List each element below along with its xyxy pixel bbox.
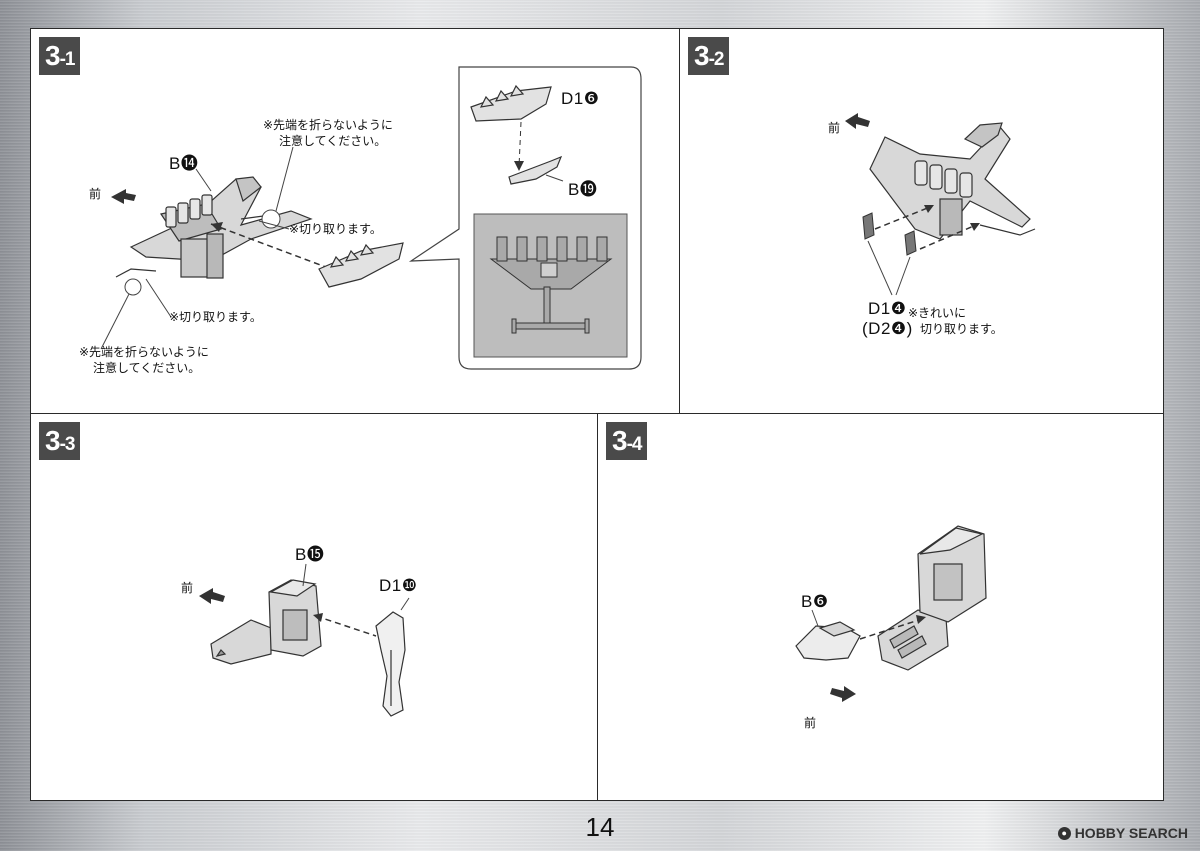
cut-note-lower: ※切り取ります。 xyxy=(169,310,262,324)
step-3-4-badge: 3-4 xyxy=(606,422,648,460)
front-arrow xyxy=(830,686,856,702)
step-3-2-illustration xyxy=(845,113,1036,296)
front-arrow xyxy=(111,189,136,204)
step-sub-number: -4 xyxy=(626,434,643,455)
caution-tip-lower-1: ※先端を折らないように xyxy=(79,345,209,359)
part-b19-shape xyxy=(508,155,563,185)
seat-assembly xyxy=(877,525,987,671)
front-arrow xyxy=(845,113,870,129)
caution-tip-lower-2: 注意してください。 xyxy=(93,361,201,375)
step-number: 3 xyxy=(612,425,628,456)
step-3-4-panel: 3-4 B❻ 前 xyxy=(598,414,1163,800)
front-label: 前 xyxy=(89,187,102,201)
step-3-3-panel: 3-3 前 B⓯ D1❿ xyxy=(31,414,598,800)
watermark: ● HOBBY SEARCH xyxy=(1057,825,1188,841)
caution-tip-upper-2: 注意してください。 xyxy=(279,134,387,148)
watermark-text: HOBBY SEARCH xyxy=(1074,825,1188,841)
instruction-sheet: 3-1 xyxy=(30,28,1164,801)
page-number: 14 xyxy=(585,812,615,842)
part-label-b14: B⓮ xyxy=(169,154,199,173)
step-3-3-illustration xyxy=(199,563,410,717)
part-label-d1-10: D1❿ xyxy=(379,576,418,595)
tip-circle-lower xyxy=(124,278,142,296)
part-label-d2-4: (D2❹) xyxy=(862,319,913,338)
caution-tip-upper-1: ※先端を折らないように xyxy=(263,118,393,132)
part-label-b15: B⓯ xyxy=(295,545,325,564)
step-3-3-badge: 3-3 xyxy=(39,422,81,460)
part-d1-10-shape xyxy=(375,611,406,717)
part-label-d1-6: D1❻ xyxy=(561,89,600,108)
comb-part xyxy=(318,242,404,288)
cut-note-upper: ※切り取ります。 xyxy=(289,222,382,236)
part-label-b19: B⓳ xyxy=(568,180,598,199)
step-sub-number: -1 xyxy=(59,49,76,70)
hobby-search-logo-icon: ● xyxy=(1057,826,1071,840)
part-label-b6: B❻ xyxy=(801,592,829,611)
cut-clean-note-1: ※きれいに xyxy=(908,306,967,320)
step-3-2-badge: 3-2 xyxy=(688,37,730,75)
step-sub-number: -3 xyxy=(59,434,76,455)
leader-upper xyxy=(275,146,294,212)
front-label: 前 xyxy=(181,581,194,595)
tip-circle-upper xyxy=(261,209,281,229)
step-3-4-illustration xyxy=(795,525,987,702)
sprue-part xyxy=(489,236,613,334)
front-label: 前 xyxy=(828,121,841,135)
leader-lower xyxy=(100,293,130,350)
step-number: 3 xyxy=(694,40,710,71)
step-3-2-panel: 3-2 前 xyxy=(680,29,1163,414)
cut-clean-note-2: 切り取ります。 xyxy=(920,322,1003,336)
step-3-1-badge: 3-1 xyxy=(39,37,81,75)
step-number: 3 xyxy=(45,425,61,456)
step-sub-number: -2 xyxy=(708,49,725,70)
wing-assembly xyxy=(869,122,1036,240)
front-label: 前 xyxy=(804,716,817,730)
part-label-d1-4: D1❹ xyxy=(868,299,907,318)
wing-assembly xyxy=(115,176,313,279)
part-b6-shape xyxy=(795,621,861,661)
front-arrow xyxy=(199,588,225,604)
step-number: 3 xyxy=(45,40,61,71)
step-3-1-panel: 3-1 xyxy=(31,29,680,414)
step-3-1-illustration xyxy=(100,66,642,370)
bracket-assembly xyxy=(210,579,322,665)
